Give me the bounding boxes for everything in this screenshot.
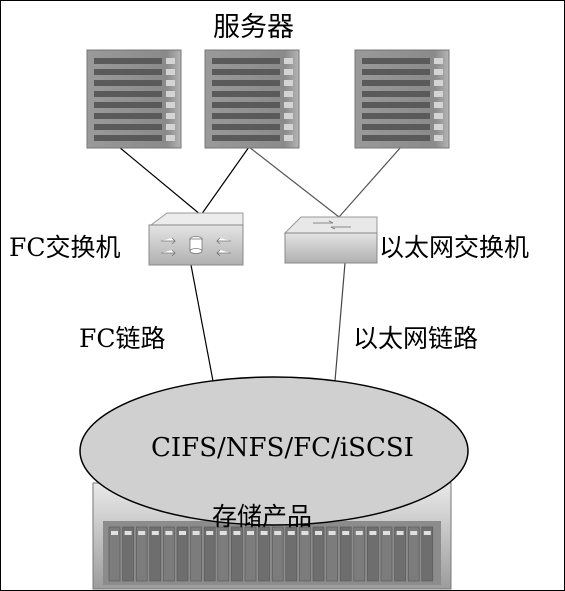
disk-bay	[176, 526, 189, 582]
disk-bay-handle	[124, 531, 132, 535]
disk-bay-handle	[274, 531, 282, 535]
disk-bay-handle	[219, 531, 227, 535]
storage-product-label: 存储产品	[212, 502, 313, 531]
disk-bay-handle	[369, 531, 377, 535]
disk-bay	[285, 526, 298, 582]
disk-bay-handle	[179, 531, 186, 535]
disk-bay	[353, 526, 366, 582]
disk-bay	[203, 526, 216, 582]
ethernet-switch-icon	[283, 216, 378, 264]
disk-bay-handle	[383, 531, 390, 535]
disk-bay-handle	[396, 531, 404, 535]
disk-bay-handle	[165, 531, 173, 535]
servers-title: 服务器	[213, 12, 294, 43]
disk-bay	[394, 526, 406, 582]
server-icon	[86, 49, 182, 149]
disk-bays	[108, 526, 434, 582]
disk-bay-handle	[111, 531, 118, 535]
fc-switch-icon	[148, 212, 244, 266]
disk-bay	[339, 526, 352, 582]
disk-bay	[149, 526, 162, 582]
disk-bay-handle	[315, 531, 322, 535]
disk-bay	[312, 526, 325, 582]
link-server2-eth	[248, 146, 340, 218]
disk-bay-handle	[192, 531, 200, 535]
disk-bay	[163, 526, 175, 582]
disk-bay	[421, 526, 434, 582]
disk-bay	[244, 526, 257, 582]
disk-bay-handle	[410, 531, 418, 535]
disk-bay	[271, 526, 284, 582]
disk-bay-handle	[328, 531, 336, 535]
disk-bay-handle	[233, 531, 241, 535]
connections	[118, 146, 402, 382]
disk-bay	[299, 526, 311, 582]
disk-bay-handle	[342, 531, 350, 535]
protocols-label: CIFS/NFS/FC/iSCSI	[151, 433, 414, 463]
ethernet-switch-label: 以太网交换机	[379, 233, 530, 262]
disk-bay-handle	[301, 531, 309, 535]
disk-bay	[190, 526, 202, 582]
server-icon	[354, 49, 450, 149]
disk-bay-handle	[423, 531, 431, 535]
disk-bay	[122, 526, 134, 582]
disk-bay-handle	[260, 531, 268, 535]
disk-bay	[326, 526, 338, 582]
disk-bay-handle	[206, 531, 214, 535]
servers	[86, 49, 450, 149]
disk-bay	[217, 526, 230, 582]
disk-bay	[407, 526, 420, 582]
disk-bay-handle	[151, 531, 159, 535]
fc-link-label: FC链路	[79, 324, 166, 353]
fc-switch-label: FC交换机	[9, 233, 121, 262]
protocol-ellipse	[79, 376, 469, 526]
disk-bay	[231, 526, 243, 582]
disk-bay-handle	[355, 531, 363, 535]
link-server2-fc	[200, 146, 250, 216]
disk-bay	[380, 526, 393, 582]
disk-bay-handle	[287, 531, 295, 535]
server-icon	[204, 49, 300, 149]
disk-bay-handle	[138, 531, 146, 535]
link-server1-fc	[118, 146, 202, 216]
disk-bay	[135, 526, 148, 582]
link-server3-eth	[338, 146, 402, 218]
eth-link-line	[334, 262, 346, 382]
disk-bay-handle	[247, 531, 254, 535]
disk-bay	[108, 526, 121, 582]
ethernet-link-label: 以太网链路	[353, 324, 479, 353]
disk-bay	[258, 526, 270, 582]
fc-link-line	[190, 264, 214, 382]
disk-bay	[367, 526, 379, 582]
